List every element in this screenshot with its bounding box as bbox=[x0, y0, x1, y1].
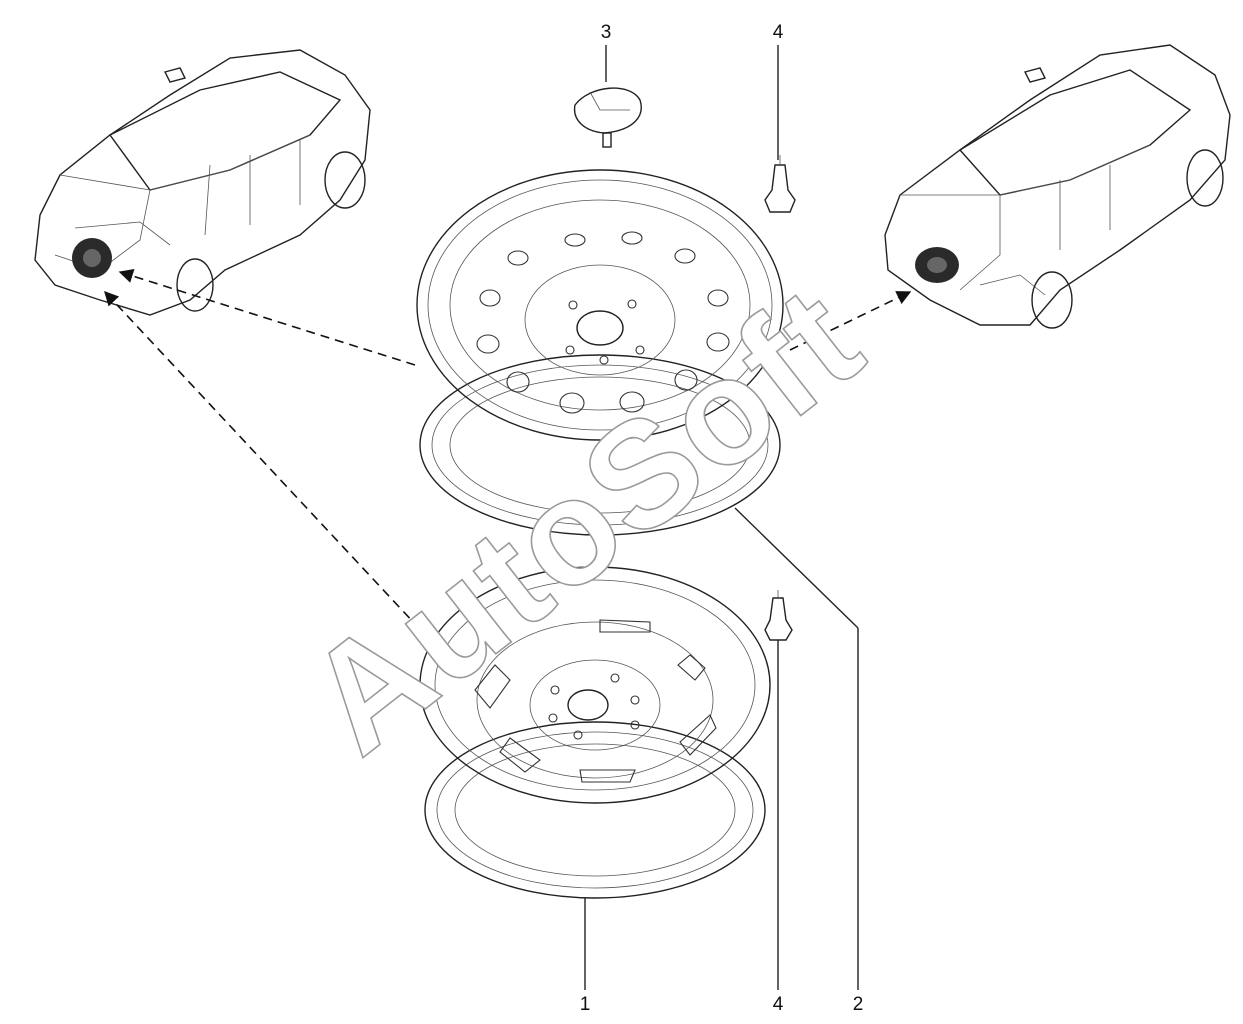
arrows bbox=[104, 269, 912, 641]
car-right-illustration bbox=[884, 44, 1231, 329]
wheel-upper-illustration bbox=[416, 169, 784, 536]
wheel-lower-illustration bbox=[419, 566, 771, 899]
callout-4-valve-upper: 4 bbox=[773, 22, 784, 43]
arrow-lower-wheel-to-left-car bbox=[104, 290, 431, 641]
arrow-upper-wheel-to-left-car bbox=[118, 269, 416, 366]
callout-4-valve-lower: 4 bbox=[773, 994, 784, 1015]
callout-3-hub-cap: 3 bbox=[601, 22, 612, 43]
callout-1-wheel-lower: 1 bbox=[580, 994, 591, 1015]
valve-upper-illustration bbox=[764, 155, 796, 213]
car-left-illustration bbox=[34, 49, 371, 316]
callout-2-wheel-upper: 2 bbox=[853, 994, 864, 1015]
hub-cap-illustration bbox=[573, 87, 642, 148]
arrow-upper-wheel-to-right-car bbox=[789, 291, 912, 351]
leader-lines bbox=[584, 45, 859, 990]
valve-lower-illustration bbox=[764, 590, 793, 641]
watermark-text: AutoSoft bbox=[276, 253, 891, 785]
